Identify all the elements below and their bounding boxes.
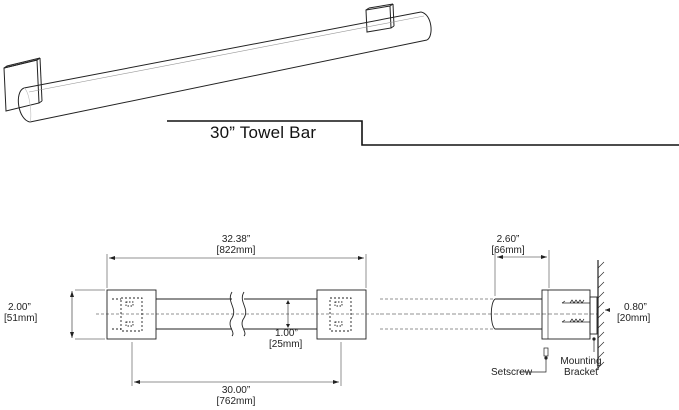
bracket-height-imperial: 2.00” <box>8 302 31 313</box>
bar-tube <box>17 11 432 123</box>
setscrew-icon <box>543 347 549 357</box>
right-bracket <box>316 289 367 340</box>
wall-hatch <box>597 261 605 369</box>
mounting-bracket-label-line1: Mounting <box>560 356 602 367</box>
left-wall-plate <box>3 59 40 112</box>
front-view <box>70 254 380 386</box>
break-line <box>229 291 235 337</box>
left-bracket <box>106 289 157 340</box>
bracket-height-metric: [51mm] <box>4 313 38 324</box>
towel-bar-illustration <box>3 3 432 123</box>
title-divider <box>167 120 679 146</box>
mounting-bracket-label-line2: Bracket <box>564 367 598 378</box>
setscrew-label: Setscrew <box>491 367 533 378</box>
center-to-center-metric: [762mm] <box>216 396 256 407</box>
projection-imperial: 2.60” <box>496 234 520 245</box>
base-depth-metric: [20mm] <box>617 313 651 324</box>
screws <box>561 299 590 323</box>
projection-metric: [66mm] <box>491 245 525 256</box>
right-wall-plate <box>365 5 392 33</box>
side-mounting-bracket <box>589 296 598 335</box>
overall-length-imperial: 32.38” <box>221 234 251 245</box>
overall-length-metric: [822mm] <box>216 245 256 256</box>
bar-diameter-metric: [25mm] <box>269 339 303 350</box>
side-view <box>380 250 610 373</box>
center-to-center-imperial: 30.00” <box>221 385 251 396</box>
base-depth-imperial: 0.80” <box>624 302 647 313</box>
side-bar-end <box>490 298 542 330</box>
bar-diameter-imperial: 1.00” <box>275 328 298 339</box>
side-base <box>541 289 591 340</box>
product-title: 30” Towel Bar <box>210 123 317 142</box>
